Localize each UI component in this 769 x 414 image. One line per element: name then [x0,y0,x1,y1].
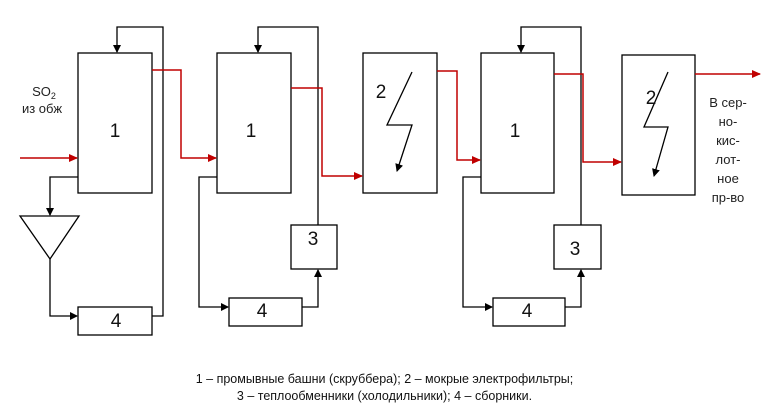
scrubber-2 [216,52,292,194]
heat-exchanger-2-label: 3 [570,239,581,260]
collector-to-exchanger-2 [565,269,585,308]
collector-3 [492,297,566,327]
gas-line-1 [152,69,217,162]
output-label-line: но- [719,114,738,129]
recirc-line-3 [517,26,582,225]
input-label: SO2 [32,84,56,101]
output-label-line: пр-во [712,190,745,205]
gas-line-4 [554,73,622,166]
input-label-2: из обж [22,101,62,116]
output-label-line: ное [717,171,739,186]
drain-line-3 [462,176,493,311]
output-label-line: кис- [716,133,740,148]
collector-1-label: 4 [111,311,122,332]
recirc-line-2 [254,26,319,225]
electrofilter-2 [621,54,696,196]
drain-line-2 [198,176,229,311]
scrubber-3-label: 1 [510,121,521,142]
settler-to-collector [49,259,78,320]
collector-3-label: 4 [522,301,533,322]
caption-line-2: 3 – теплообменники (холодильники); 4 – с… [236,389,533,403]
scrubber-3 [480,52,555,194]
drain-line-1 [46,176,78,216]
lightning-icon [643,71,669,177]
electrofilter-1-label: 2 [376,82,387,103]
collector-2-label: 4 [257,301,268,322]
gas-line-2 [291,87,363,180]
recirc-line-1 [113,26,164,317]
lightning-icon [385,71,413,172]
caption-line-1: 1 – промывные башни (скруббера); 2 – мок… [195,372,574,386]
electrofilter-2-label: 2 [646,88,657,109]
scrubber-1 [77,52,153,194]
collector-1 [77,306,153,336]
electrofilter-1 [362,52,438,194]
settler-triangle [18,215,81,261]
output-label-line: В сер- [709,95,747,110]
heat-exchanger-1-label: 3 [308,229,319,250]
scrubber-2-label: 1 [246,121,257,142]
output-label-line: лот- [716,152,741,167]
scrubber-1-label: 1 [110,121,121,142]
gas-line-3 [437,70,481,164]
collector-2 [228,297,303,327]
collector-to-exchanger-1 [302,269,322,308]
